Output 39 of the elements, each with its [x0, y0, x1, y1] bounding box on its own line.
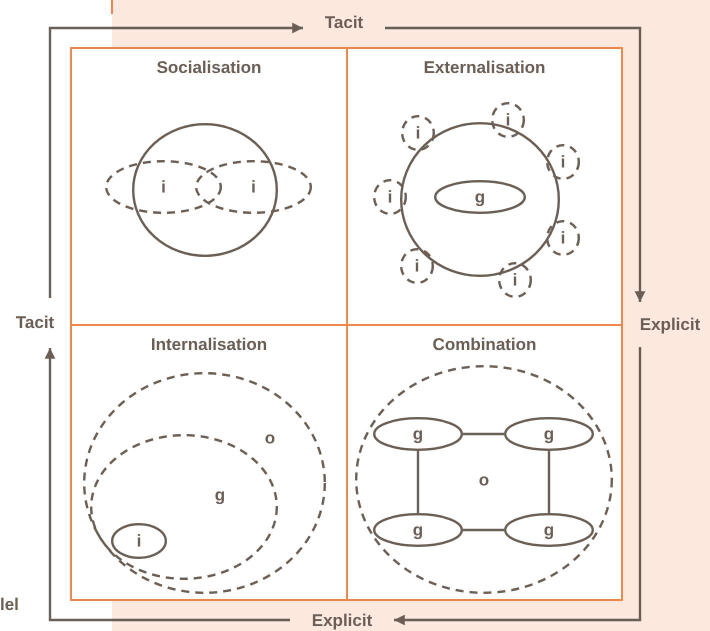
ellipse-label: g: [544, 426, 554, 442]
caption-fragment: lel: [0, 595, 19, 615]
axis-label: Tacit: [16, 313, 54, 333]
connector-line: [463, 528, 504, 532]
quadrant-heading: Externalisation: [422, 58, 546, 78]
flow-arrow: [48, 22, 303, 298]
ellipse-label: o: [478, 471, 490, 488]
ellipse-label: i: [416, 124, 420, 142]
axis-label: Explicit: [312, 610, 372, 630]
quadrant-panel: [346, 324, 623, 601]
ellipse-label: i: [560, 230, 566, 246]
ellipse-label: g: [412, 426, 424, 442]
ellipse-label: i: [506, 112, 510, 128]
quadrant-panel: [346, 47, 623, 326]
connector-line: [548, 451, 550, 513]
flow-arrow: [385, 26, 646, 302]
flow-arrow: [44, 348, 290, 622]
axis-label: Tacit: [324, 13, 364, 33]
ellipse-label: i: [388, 188, 392, 206]
axis-label: Explicit: [640, 314, 700, 334]
ellipse-label: g: [412, 522, 424, 538]
quadrant-panel: [70, 47, 348, 326]
ellipse-label: o: [264, 430, 276, 446]
ellipse-label: g: [544, 522, 554, 538]
ellipse-label: i: [136, 532, 142, 550]
quadrant-panel: [70, 324, 348, 601]
quadrant-heading: Socialisation: [156, 58, 262, 78]
quadrant-heading: Internalisation: [150, 335, 268, 355]
ellipse-label: i: [251, 178, 256, 196]
ellipse-label: i: [161, 178, 166, 196]
ellipse-label: g: [474, 188, 486, 206]
ellipse-label: g: [214, 486, 226, 504]
connector-line: [463, 432, 504, 436]
ellipse-label: i: [560, 154, 566, 170]
flow-arrow: [394, 347, 642, 626]
connector-line: [416, 451, 420, 513]
ellipse-label: i: [512, 272, 518, 288]
ellipse-label: i: [414, 258, 420, 274]
quadrant-heading: Combination: [432, 335, 538, 355]
